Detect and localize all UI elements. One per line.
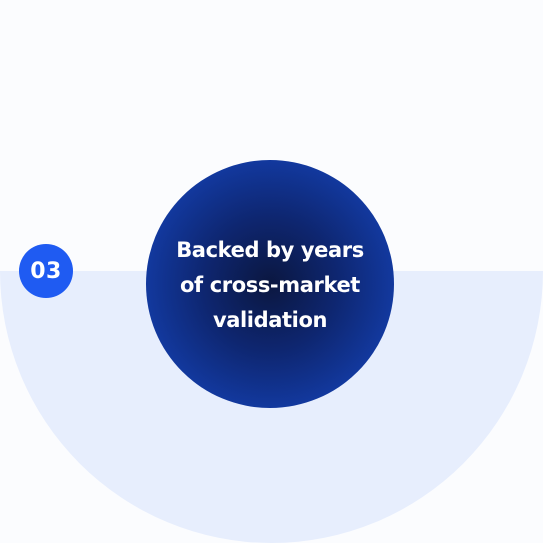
- step-number-badge: 03: [19, 244, 73, 298]
- step-number: 03: [30, 258, 62, 284]
- statement-line-3: validation: [212, 307, 328, 332]
- statement-line-1: Backed by years: [176, 237, 364, 262]
- statement-line-2: of cross-market: [180, 272, 360, 297]
- statement-text: Backed by years of cross-market validati…: [170, 233, 370, 338]
- statement-circle: Backed by years of cross-market validati…: [146, 160, 394, 408]
